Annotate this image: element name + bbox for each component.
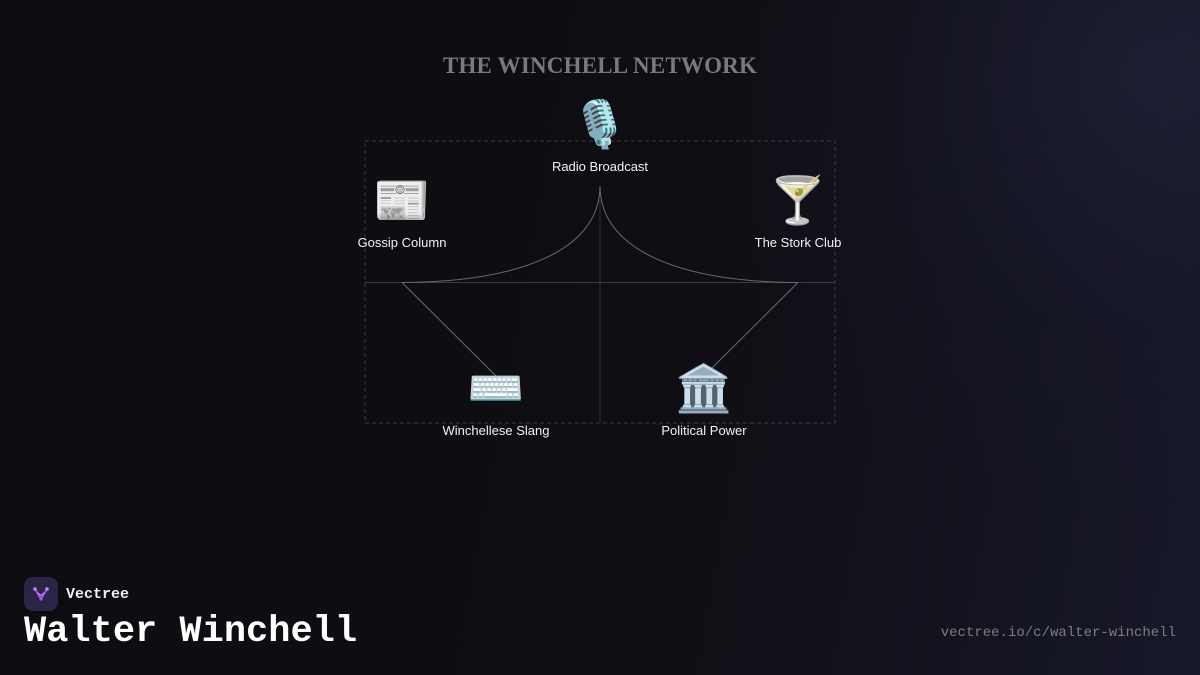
- edge-radio-stork: [599, 185, 799, 283]
- node-political-power[interactable]: 🏛️ Political Power: [624, 361, 784, 438]
- keyboard-icon: ⌨️: [467, 362, 525, 414]
- node-winchellese-slang[interactable]: ⌨️ Winchellese Slang: [416, 361, 576, 438]
- node-label: Political Power: [661, 423, 747, 438]
- newspaper-icon: 📰: [373, 174, 431, 226]
- background-glow: [700, 0, 1200, 530]
- diagram-title: THE WINCHELL NETWORK: [442, 53, 758, 78]
- edge-gossip-slang: [401, 282, 497, 377]
- node-radio-broadcast[interactable]: 🎙️ Radio Broadcast: [520, 97, 680, 174]
- classical-building-icon: 🏛️: [675, 362, 733, 414]
- node-label: The Stork Club: [754, 235, 842, 250]
- brand-name: Vectree: [66, 585, 130, 603]
- node-label: Winchellese Slang: [442, 423, 550, 438]
- page-title: Walter Winchell: [24, 611, 358, 653]
- node-the-stork-club[interactable]: 🍸 The Stork Club: [718, 173, 878, 250]
- edge-radio-gossip: [401, 185, 601, 283]
- edge-stork-politics: [703, 282, 799, 377]
- cocktail-icon: 🍸: [769, 174, 827, 226]
- page-url[interactable]: vectree.io/c/walter-winchell: [940, 625, 1176, 641]
- microphone-icon: 🎙️: [571, 98, 629, 150]
- node-label: Gossip Column: [357, 235, 447, 250]
- brand[interactable]: Vectree: [24, 577, 129, 611]
- node-gossip-column[interactable]: 📰 Gossip Column: [322, 173, 482, 250]
- node-label: Radio Broadcast: [551, 159, 649, 174]
- vectree-logo-icon: [24, 577, 58, 611]
